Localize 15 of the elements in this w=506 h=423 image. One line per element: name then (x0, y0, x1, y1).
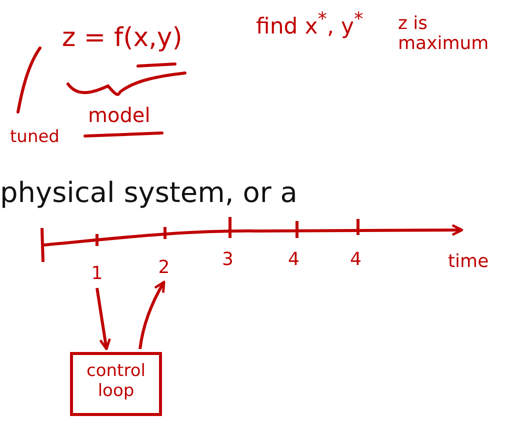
tick-label: 1 (88, 263, 106, 285)
tick-label: 2 (155, 257, 173, 279)
arrow (138, 280, 166, 350)
slide-text: physical system, or a (0, 178, 298, 209)
arrow (96, 288, 111, 350)
tick-label: 4 (350, 250, 362, 270)
annotation: tuned (10, 128, 60, 147)
tick-label: 4 (288, 250, 300, 270)
axis-label: time (448, 252, 489, 272)
annotation: find x$^{*}$, y$^{*}$ (256, 10, 364, 40)
formula: z = f(x,y) (62, 24, 182, 53)
annotation: z is maximum (398, 14, 490, 54)
tick-label: 3 (222, 250, 234, 270)
process-box: control loop (70, 352, 162, 416)
axis-label: model (88, 104, 150, 126)
